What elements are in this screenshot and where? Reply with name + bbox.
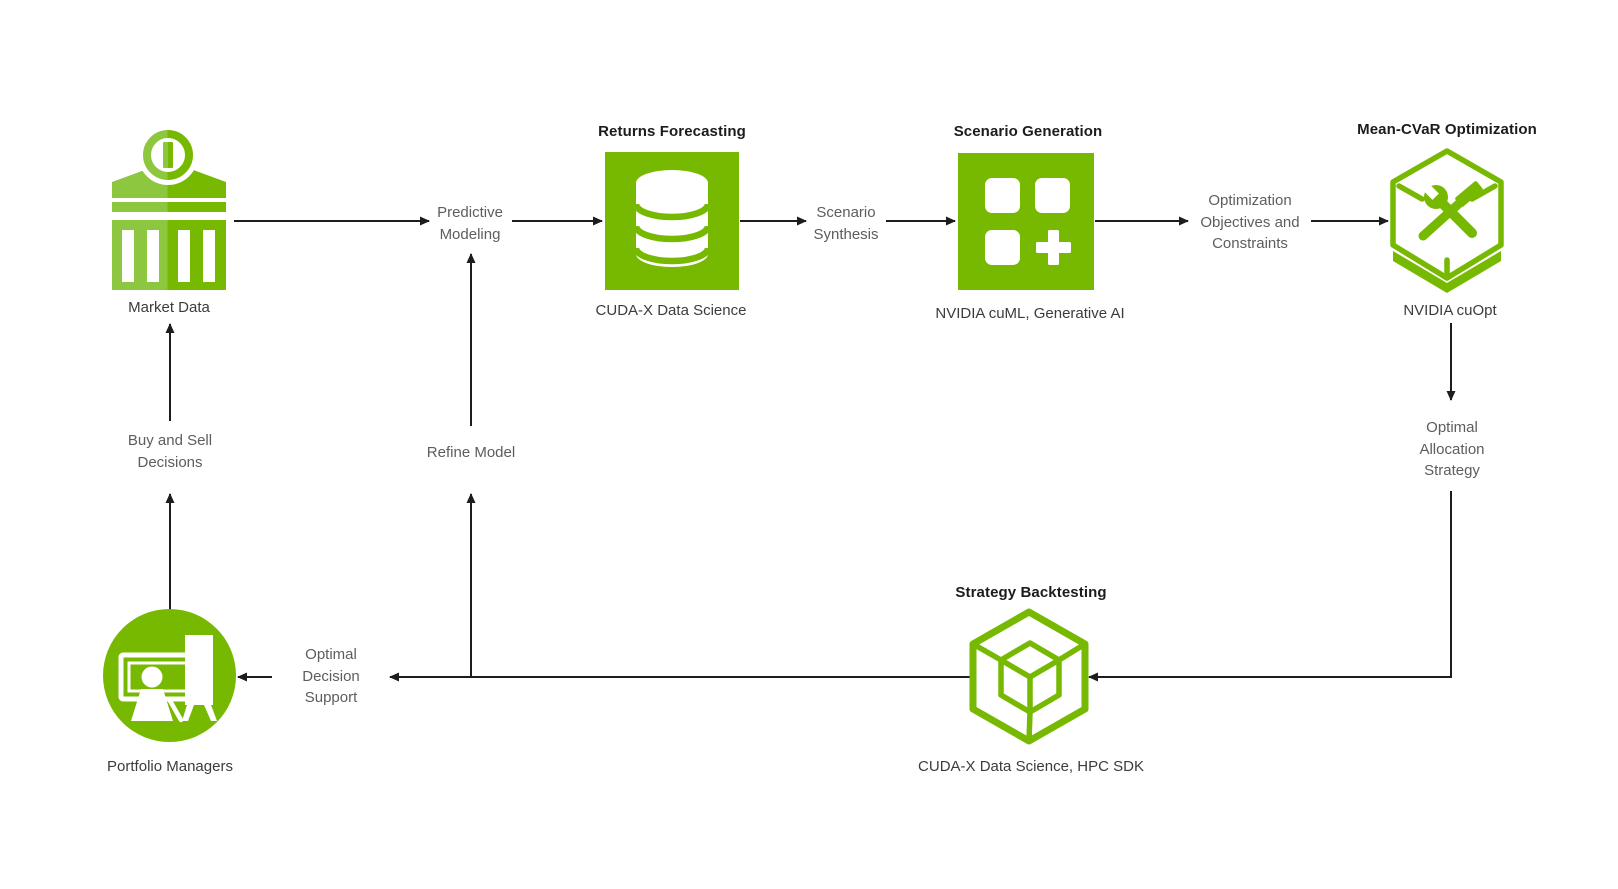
strategy-backtesting-node (968, 608, 1090, 750)
predictive-modeling-label: Predictive Modeling (437, 204, 503, 243)
presenter-icon (103, 609, 236, 742)
mean-cvar-node (1389, 148, 1505, 299)
mean-cvar-caption: NVIDIA cuOpt (1403, 302, 1497, 319)
scenario-generation-node (958, 153, 1094, 295)
wireframe-cube-icon (969, 608, 1089, 745)
returns-forecasting-title: Returns Forecasting (598, 123, 746, 140)
strategy-backtesting-title: Strategy Backtesting (955, 584, 1107, 601)
grid-plus-icon (958, 153, 1094, 290)
bank-icon (112, 125, 226, 290)
buy-and-sell-label: Buy and Sell Decisions (127, 432, 213, 471)
market-data-caption: Market Data (128, 299, 210, 316)
scenario-generation-caption: NVIDIA cuML, Generative AI (935, 305, 1125, 322)
strategy-backtesting-caption: CUDA-X Data Science, HPC SDK (918, 758, 1144, 775)
optimization-objectives-label: Optimization Objectives and Constraints (1200, 192, 1300, 252)
optimal-decision-label: Optimal Decision Support (302, 646, 360, 706)
returns-forecasting-node (605, 152, 739, 295)
optimal-allocation-label: Optimal Allocation Strategy (1419, 419, 1485, 479)
refine-model-label: Refine Model (426, 444, 516, 461)
scenario-generation-title: Scenario Generation (953, 123, 1103, 140)
market-data-node (108, 125, 232, 299)
scenario-synthesis-label: Scenario Synthesis (813, 204, 879, 243)
portfolio-managers-node (103, 609, 236, 747)
database-icon (605, 152, 739, 290)
portfolio-managers-caption: Portfolio Managers (107, 758, 233, 775)
hexagon-tools-icon (1390, 148, 1504, 293)
returns-forecasting-caption: CUDA-X Data Science (595, 302, 747, 319)
mean-cvar-title: Mean-CVaR Optimization (1357, 121, 1537, 138)
